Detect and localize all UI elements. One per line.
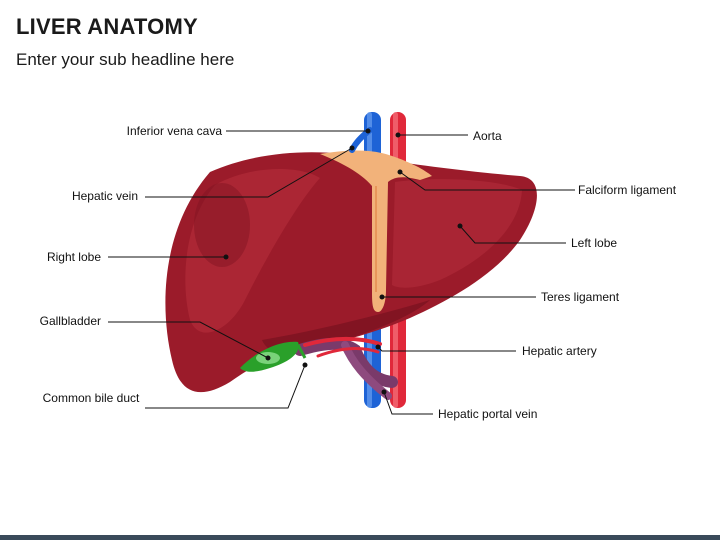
- label-aorta: Aorta: [473, 129, 502, 143]
- label-hepatic-vein: Hepatic vein: [71, 189, 138, 203]
- falciform-leader: [399, 171, 575, 191]
- portal-vein-leader: [383, 391, 433, 415]
- hepatic-vein-leader: [145, 147, 353, 198]
- gallbladder-leader: [108, 321, 269, 359]
- page-title: LIVER ANATOMY: [16, 14, 198, 39]
- hepatic-artery-vessel: [303, 336, 382, 358]
- bile-duct-leader: [145, 364, 306, 409]
- label-teres-ligament: Teres ligament: [541, 290, 620, 304]
- leader-lines: [108, 130, 575, 415]
- leader-dots: [223, 128, 463, 395]
- label-common-bile-duct: Common bile duct: [42, 391, 140, 405]
- label-right-lobe: Right lobe: [46, 250, 101, 264]
- label-inferior-vena-cava: Inferior vena cava: [126, 124, 222, 138]
- label-left-lobe: Left lobe: [571, 236, 618, 250]
- left-lobe-leader: [459, 225, 566, 244]
- label-hepatic-artery: Hepatic artery: [522, 344, 597, 358]
- page-subtitle: Enter your sub headline here: [16, 50, 235, 69]
- label-falciform-ligament: Falciform ligament: [578, 183, 677, 197]
- liver-shape: [165, 152, 537, 393]
- ligament-shape: [320, 150, 432, 312]
- label-gallbladder: Gallbladder: [39, 314, 101, 328]
- label-hepatic-portal-vein: Hepatic portal vein: [438, 407, 538, 421]
- footer-bar: [0, 535, 720, 540]
